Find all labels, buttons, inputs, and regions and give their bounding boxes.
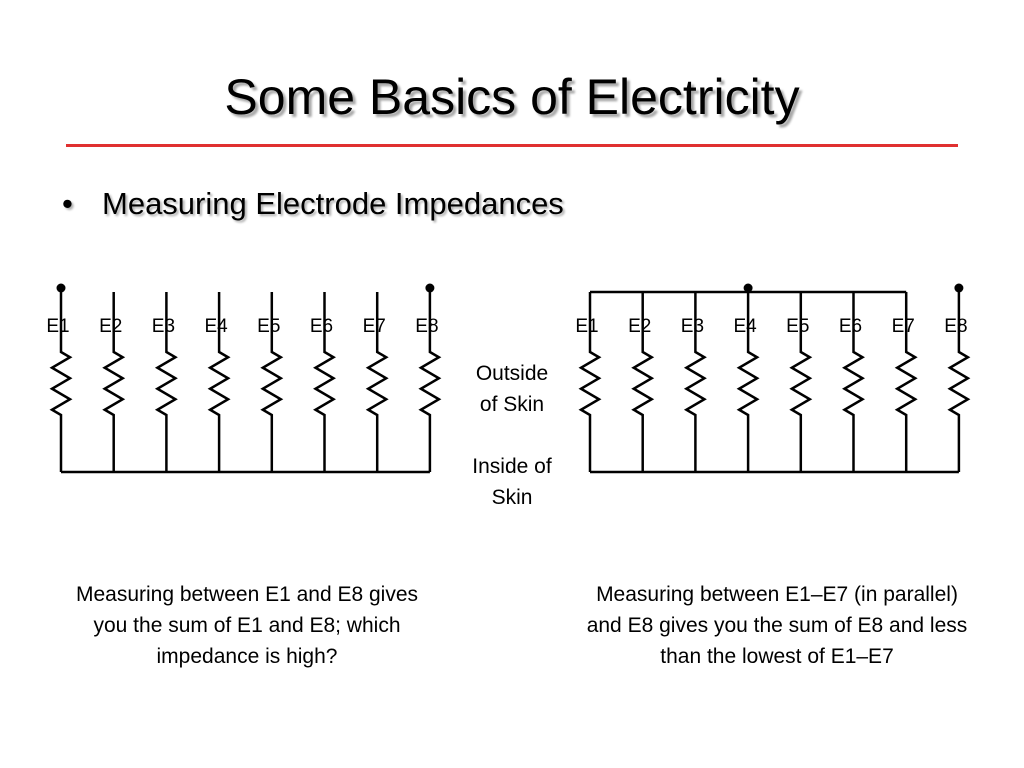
left-resistor-e3: [154, 347, 178, 423]
right-resistor-e8: [947, 347, 971, 423]
right-label-e4: E4: [733, 316, 757, 337]
left-resistor-e4: [207, 347, 231, 423]
bullet-text: Measuring Electrode Impedances: [102, 186, 564, 221]
left-resistor-e5: [260, 347, 284, 423]
right-label-e2: E2: [628, 316, 651, 337]
right-caption-line-2: and E8 gives you the sum of E8 and less: [586, 614, 968, 637]
title-underline: [66, 144, 958, 147]
bullet-dot: •: [62, 186, 73, 221]
right-caption: Measuring between E1–E7 (in parallel) an…: [532, 579, 1022, 672]
inside-skin-line-2: Skin: [491, 486, 533, 509]
left-resistor-e1: [49, 347, 73, 423]
right-label-e8: E8: [944, 316, 967, 337]
right-circuit-parallel: E1 E2 E3 E4 E5 E6 E7 E8: [575, 283, 971, 474]
right-resistor-e1: [578, 347, 602, 423]
right-label-e7: E7: [892, 316, 915, 337]
left-label-e4: E4: [204, 316, 228, 337]
left-caption-line-3: impedance is high?: [156, 645, 338, 668]
left-label-e6: E6: [310, 316, 333, 337]
outside-skin-label: Outside of Skin: [452, 358, 572, 420]
right-resistor-e4: [736, 347, 760, 423]
right-caption-line-1: Measuring between E1–E7 (in parallel): [596, 583, 958, 606]
right-label-e3: E3: [681, 316, 704, 337]
left-resistor-e6: [313, 347, 336, 423]
inside-skin-label: Inside of Skin: [452, 451, 572, 513]
left-label-e7: E7: [363, 316, 386, 337]
right-label-e1: E1: [575, 316, 598, 337]
right-resistor-e3: [683, 347, 707, 423]
outside-skin-line-2: of Skin: [479, 393, 545, 416]
left-resistor-e7: [365, 347, 389, 423]
slide-title: Some Basics of Electricity: [224, 69, 800, 125]
bullet-item: • Measuring Electrode Impedances: [62, 184, 564, 224]
left-label-e1: E1: [46, 316, 69, 337]
left-label-e3: E3: [152, 316, 175, 337]
right-terminal-e8: [954, 283, 964, 293]
right-caption-line-3: than the lowest of E1–E7: [660, 645, 894, 668]
left-caption-line-1: Measuring between E1 and E8 gives: [75, 583, 419, 606]
right-resistor-e5: [789, 347, 813, 423]
left-label-e2: E2: [99, 316, 122, 337]
left-label-e5: E5: [257, 316, 280, 337]
left-caption: Measuring between E1 and E8 gives you th…: [22, 579, 472, 672]
inside-skin-line-1: Inside of: [472, 455, 552, 478]
right-resistor-e2: [631, 347, 655, 423]
left-label-e8: E8: [415, 316, 438, 337]
left-circuit-series: E1 E2 E3 E4 E5 E6 E7 E8: [46, 283, 442, 474]
outside-skin-line-1: Outside: [475, 362, 549, 385]
left-resistor-e2: [102, 347, 126, 423]
right-terminal-bus: [743, 283, 753, 293]
right-resistor-e7: [894, 347, 918, 423]
left-resistor-e8: [418, 347, 442, 423]
right-label-e6: E6: [839, 316, 862, 337]
left-caption-line-2: you the sum of E1 and E8; which: [93, 614, 401, 637]
left-terminal-e1: [56, 283, 66, 293]
left-terminal-e8: [425, 283, 435, 293]
right-label-e5: E5: [786, 316, 809, 337]
right-resistor-e6: [842, 347, 865, 423]
